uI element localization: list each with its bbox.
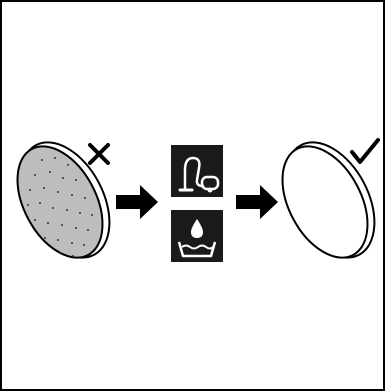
vacuum-cleaner-icon	[171, 145, 223, 197]
dirty-filter	[16, 141, 111, 259]
hand-wash-icon	[171, 210, 223, 262]
right-arrow-icon	[236, 185, 278, 219]
dirt-specks	[27, 157, 93, 257]
clean-filter	[281, 141, 376, 259]
checkmark-icon	[350, 138, 380, 164]
right-arrow-icon	[116, 185, 158, 219]
cross-icon	[88, 143, 110, 165]
